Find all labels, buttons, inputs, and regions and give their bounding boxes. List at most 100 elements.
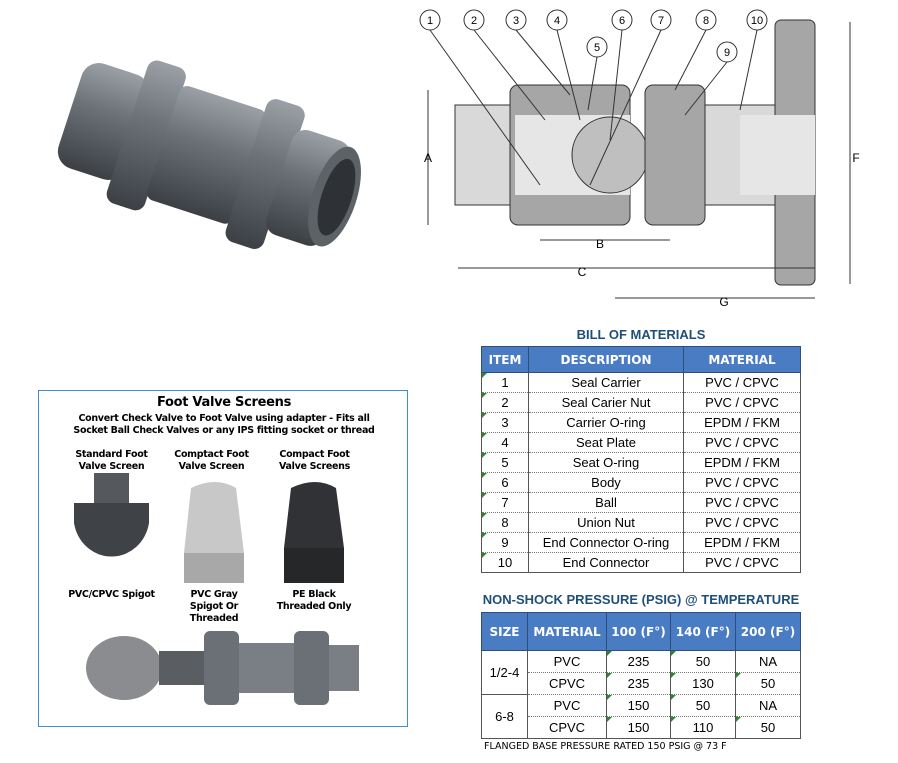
dim-g: G [719, 295, 728, 309]
callout-number: 4 [554, 15, 560, 27]
psi-140f-cell: 50 [670, 650, 736, 673]
callout-number: 9 [724, 47, 730, 59]
callout-circle [546, 9, 568, 31]
screen-name: Standard Foot Valve Screen [75, 449, 148, 472]
item-cell: 3 [481, 412, 529, 433]
callout-number: 3 [513, 15, 519, 27]
screen-material: PVC/CPVC Spigot [68, 589, 155, 600]
callout-leader [515, 29, 571, 96]
screen-material: PVC Gray Spigot Or Threaded [189, 589, 239, 624]
description-cell: Body [528, 472, 684, 493]
item-cell: 7 [481, 492, 529, 513]
item-cell: 10 [481, 552, 529, 573]
psi-200f-cell: 50 [735, 716, 801, 739]
header-140f: 140 (F°) [670, 612, 736, 651]
callout-leader [684, 61, 728, 116]
screen-name: Comptact Foot Valve Screen [174, 449, 249, 472]
header-size: SIZE [481, 612, 528, 651]
description-cell: End Connector O-ring [528, 532, 684, 553]
callout-number: 8 [703, 15, 709, 27]
callout-number: 5 [594, 42, 600, 54]
material-cell: EPDM / FKM [683, 452, 801, 473]
screen-images [74, 473, 344, 583]
dim-b: B [596, 237, 604, 251]
dim-a: A [424, 151, 432, 165]
psi-200f-cell: 50 [735, 672, 801, 695]
size-cell: 6-8 [481, 694, 528, 739]
header-material: MATERIAL [527, 612, 607, 651]
callout-number: 6 [619, 15, 625, 27]
psi-140f-cell: 50 [670, 694, 736, 717]
description-cell: Seat Plate [528, 432, 684, 453]
foot-valve-screens-panel: Foot Valve Screens Convert Check Valve t… [38, 390, 408, 727]
callout-number: 7 [658, 15, 664, 27]
material-cell: EPDM / FKM [683, 532, 801, 553]
description-cell: End Connector [528, 552, 684, 573]
psi-100f-cell: 235 [606, 672, 671, 695]
header-material: MATERIAL [683, 346, 801, 373]
material-cell: PVC / CPVC [683, 552, 801, 573]
callout-circle [695, 9, 717, 31]
foot-valve-assembly-image [86, 631, 359, 705]
description-cell: Seal Carier Nut [528, 392, 684, 413]
psi-100f-cell: 150 [606, 716, 671, 739]
material-cell: EPDM / FKM [683, 412, 801, 433]
callout-circle [716, 41, 738, 63]
item-cell: 6 [481, 472, 529, 493]
psi-200f-cell: NA [735, 694, 801, 717]
material-cell: PVC / CPVC [683, 472, 801, 493]
psi-100f-cell: 235 [606, 650, 671, 673]
description-cell: Carrier O-ring [528, 412, 684, 433]
callout-circle [419, 9, 441, 31]
material-cell: CPVC [527, 716, 607, 739]
screen-name: Compact Foot Valve Screens [278, 449, 350, 472]
pressure-footnote: FLANGED BASE PRESSURE RATED 150 PSIG @ 7… [484, 741, 727, 752]
description-cell: Ball [528, 492, 684, 513]
description-cell: Seat O-ring [528, 452, 684, 473]
callout-number: 10 [751, 15, 763, 27]
material-cell: CPVC [527, 672, 607, 695]
psi-100f-cell: 150 [606, 694, 671, 717]
item-cell: 4 [481, 432, 529, 453]
material-cell: PVC [527, 650, 607, 673]
material-cell: PVC / CPVC [683, 492, 801, 513]
item-cell: 9 [481, 532, 529, 553]
callout-number: 2 [471, 15, 477, 27]
header-description: DESCRIPTION [528, 346, 684, 373]
item-cell: 5 [481, 452, 529, 473]
material-cell: PVC / CPVC [683, 392, 801, 413]
callout-circle [463, 9, 485, 31]
callout-leader [587, 56, 598, 111]
header-100f: 100 (F°) [606, 612, 671, 651]
callout-leader [739, 29, 758, 111]
header-200f: 200 (F°) [735, 612, 801, 651]
foot-valve-title: Foot Valve Screens [156, 395, 292, 410]
callout-leader [674, 29, 707, 91]
callout-leader [556, 29, 581, 121]
psi-140f-cell: 110 [670, 716, 736, 739]
material-cell: PVC / CPVC [683, 432, 801, 453]
callout-circle [505, 9, 527, 31]
pressure-table: SIZE MATERIAL 100 (F°) 140 (F°) 200 (F°)… [481, 612, 801, 739]
item-cell: 8 [481, 512, 529, 533]
item-cell: 2 [481, 392, 529, 413]
description-cell: Union Nut [528, 512, 684, 533]
item-cell: 1 [481, 372, 529, 393]
material-cell: PVC / CPVC [683, 372, 801, 393]
psi-200f-cell: NA [735, 650, 801, 673]
